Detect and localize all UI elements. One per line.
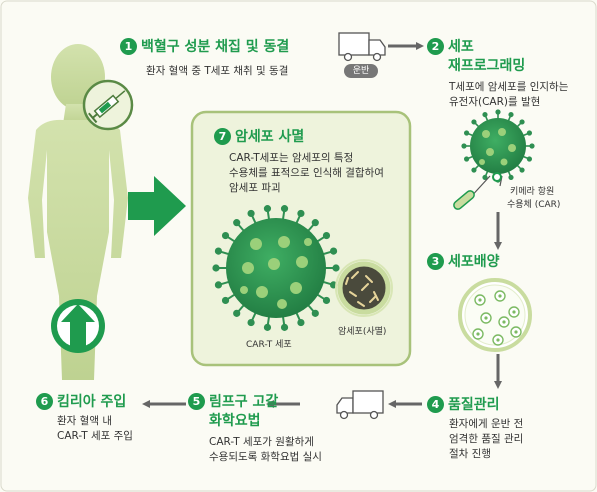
step6-badge: 6 <box>36 393 53 410</box>
step3-badge: 3 <box>427 253 444 270</box>
step2-badge: 2 <box>427 38 444 55</box>
transport-label-top: 운반 <box>352 66 370 76</box>
step4-desc-line1: 환자에게 운반 전 <box>449 418 524 430</box>
receptor-zoom-icon <box>453 172 503 210</box>
petri-dish-icon <box>458 278 532 352</box>
step5-desc-line2: 수용되도록 화학요법 실시 <box>209 451 322 463</box>
receptor-label-line2: 수용체 (CAR) <box>507 200 561 210</box>
step1-desc: 환자 혈액 중 T세포 채취 및 동결 <box>146 65 289 77</box>
transport-truck-bottom-icon <box>336 390 384 420</box>
arrow-to-panel-icon <box>128 176 186 236</box>
step2-desc-line1: T세포에 암세포를 인지하는 <box>449 81 569 93</box>
step4-desc-line3: 절차 진행 <box>449 448 491 460</box>
step6-desc-line2: CAR-T 세포 주입 <box>57 430 133 442</box>
cancer-cell-dead-icon <box>335 259 393 317</box>
step2-desc-line2: 유전자(CAR)를 발현 <box>449 96 541 108</box>
transport-badge <box>344 64 378 78</box>
transport-truck-top-icon <box>338 32 386 62</box>
step7-badge: 7 <box>214 128 231 145</box>
step1-badge: 1 <box>120 38 137 55</box>
step4-badge: 4 <box>427 396 444 413</box>
step5-desc-line1: CAR-T 세포가 원활하게 <box>209 436 314 448</box>
car-t-cell-large-icon <box>212 205 340 331</box>
step5-badge: 5 <box>188 393 205 410</box>
infusion-up-arrow-icon <box>51 299 105 353</box>
step7-desc-line1: CAR-T세포는 암세포의 특정 <box>229 152 354 164</box>
step6-desc-line1: 환자 혈액 내 <box>57 415 112 427</box>
car-t-cell-label: CAR-T 세포 <box>246 340 292 350</box>
step2-title-line2: 재프로그래밍 <box>448 58 526 74</box>
step4-desc-line2: 엄격한 품질 관리 <box>449 433 524 445</box>
step7-desc-line3: 암세포 파괴 <box>229 182 281 194</box>
step7-desc-line2: 수용체를 표적으로 인식해 결합하여 <box>229 167 384 179</box>
car-t-cell-small-icon <box>461 109 535 183</box>
syringe-icon <box>82 79 134 131</box>
step5-title-line2: 화학요법 <box>209 413 261 429</box>
receptor-label-line1: 키메라 항원 <box>510 187 555 197</box>
cancer-cell-label: 암세포(사멸) <box>338 327 387 337</box>
